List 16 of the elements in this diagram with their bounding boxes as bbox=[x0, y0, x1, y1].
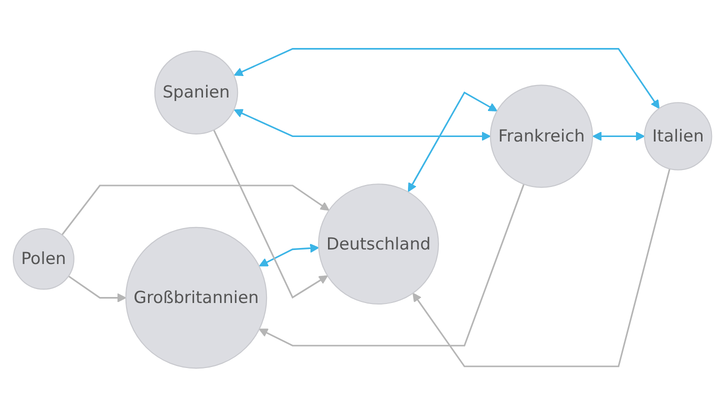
arrow bbox=[61, 184, 330, 236]
node-circle: Deutschland bbox=[318, 184, 439, 305]
arrow bbox=[592, 132, 645, 141]
arrow bbox=[258, 184, 525, 346]
arrow bbox=[234, 109, 491, 141]
arrow bbox=[234, 48, 660, 109]
arrow bbox=[259, 244, 320, 266]
node-circle: Italien bbox=[644, 102, 712, 170]
arrow bbox=[412, 168, 670, 368]
node-circle: Frankreich bbox=[490, 84, 594, 188]
node-circle: Großbritannien bbox=[125, 226, 268, 369]
arrow bbox=[213, 130, 328, 299]
node-circle: Spanien bbox=[154, 50, 238, 134]
arrow bbox=[68, 276, 126, 302]
node-circle: Polen bbox=[12, 228, 74, 290]
arrow bbox=[408, 91, 498, 192]
